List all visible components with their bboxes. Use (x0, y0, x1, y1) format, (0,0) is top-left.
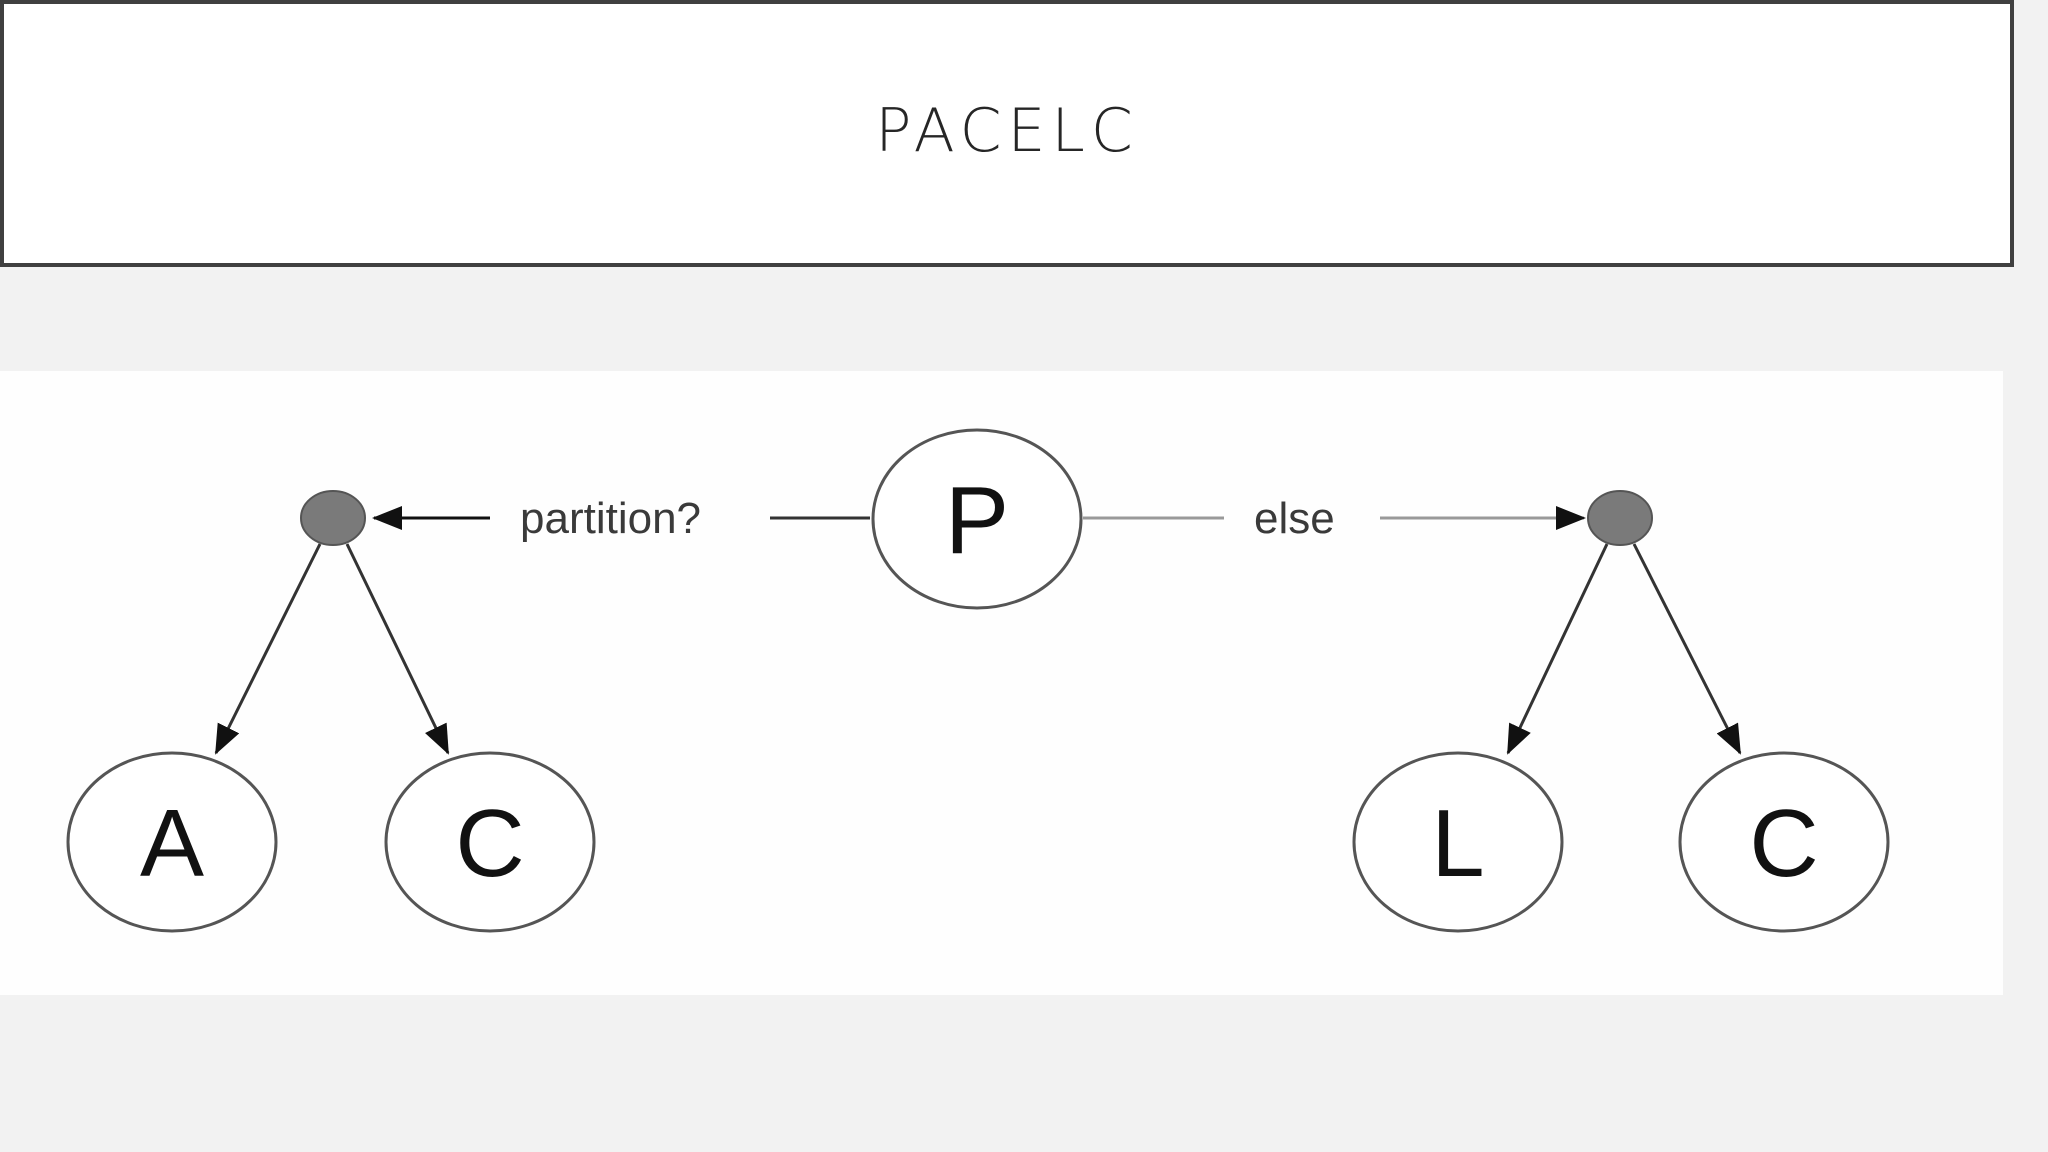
edge-label-else: else (1254, 494, 1335, 543)
node-c-right-label: C (1749, 790, 1818, 897)
left-junction-dot (300, 490, 366, 546)
node-p-label: P (945, 467, 1009, 574)
node-c-left (384, 751, 596, 933)
node-c-left-label: C (455, 790, 524, 897)
edge-right-junction-to-c (1632, 543, 1742, 755)
edge-label-partition: partition? (520, 494, 701, 543)
node-c-right (1678, 751, 1890, 933)
pacelc-diagram: partition? else P A C L C (0, 371, 2003, 995)
page-title: PACELC (875, 95, 1139, 166)
node-l-label: L (1431, 790, 1484, 897)
node-p (871, 428, 1083, 610)
diagram-canvas: partition? else P A C L C (66, 428, 1890, 933)
node-a (66, 751, 278, 933)
node-a-label: A (140, 790, 204, 897)
node-l (1352, 751, 1564, 933)
edge-left-junction-to-c (345, 543, 450, 755)
title-box: PACELC (0, 0, 2014, 267)
right-junction-dot (1587, 490, 1653, 546)
edge-right-junction-to-l (1506, 543, 1609, 755)
edge-left-junction-to-a (214, 543, 322, 755)
